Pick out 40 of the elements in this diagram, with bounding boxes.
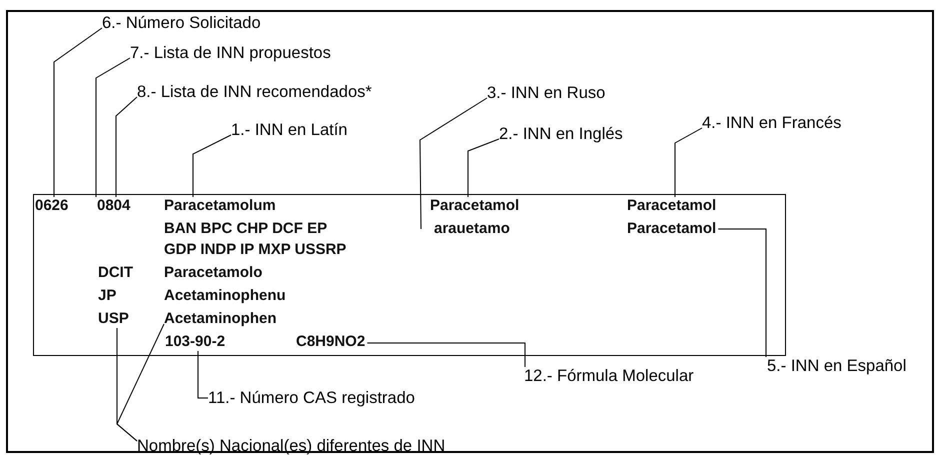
callout-label: 11.- Número CAS registrado	[208, 389, 415, 407]
leader-line	[192, 134, 232, 198]
drug-name: Acetaminophenu	[164, 287, 286, 305]
leader-line	[718, 228, 766, 358]
callout-label: Nombre(s) Nacional(es) diferentes de INN	[137, 437, 446, 455]
leader-line	[420, 98, 488, 230]
drug-name: Paracetamol	[627, 220, 716, 238]
drug-name: Paracetamol	[430, 197, 520, 215]
callout-label: 8.- Lista de INN recomendados*	[137, 83, 372, 101]
molecular-formula: C8H9NO2	[296, 333, 366, 351]
entry-number: 0626	[35, 197, 68, 215]
drug-name: Paracetamol	[627, 197, 716, 215]
drug-name: Paracetamolum	[164, 197, 276, 215]
leader-line	[54, 28, 102, 198]
leader-line	[116, 324, 164, 442]
callout-label: 3.- INN en Ruso	[487, 84, 606, 102]
callout-label: 12.- Fórmula Molecular	[524, 367, 694, 385]
drug-name: Paracetamolo	[164, 264, 262, 282]
drug-name: arauetamo	[421, 220, 510, 238]
cas-number: 103-90-2	[165, 333, 226, 351]
callout-label: 4.- INN en Francés	[702, 114, 842, 132]
code-list: BAN BPC CHP DCF EP	[164, 220, 328, 238]
callout-label: 2.- INN en Inglés	[499, 125, 623, 143]
callout-label: 1.- INN en Latín	[231, 121, 348, 139]
leader-line	[366, 342, 526, 368]
leader-line	[96, 58, 130, 198]
drug-name: Acetaminophen	[164, 310, 277, 328]
callout-label: 6.- Número Solicitado	[102, 14, 261, 32]
pharmacopoeia-code: JP	[98, 287, 116, 305]
code-list: GDP INDP IP MXP USSRP	[164, 241, 346, 259]
leader-line	[468, 138, 500, 198]
leader-line	[116, 96, 138, 198]
pharmacopoeia-code: USP	[98, 310, 129, 328]
record-box	[33, 194, 786, 356]
pharmacopoeia-code: DCIT	[98, 264, 133, 282]
callout-label: 5.- INN en Español	[767, 357, 906, 375]
leader-line	[198, 350, 208, 398]
leader-line	[674, 128, 702, 198]
list-number: 0804	[97, 197, 130, 215]
callout-label: 7.- Lista de INN propuestos	[130, 44, 331, 62]
